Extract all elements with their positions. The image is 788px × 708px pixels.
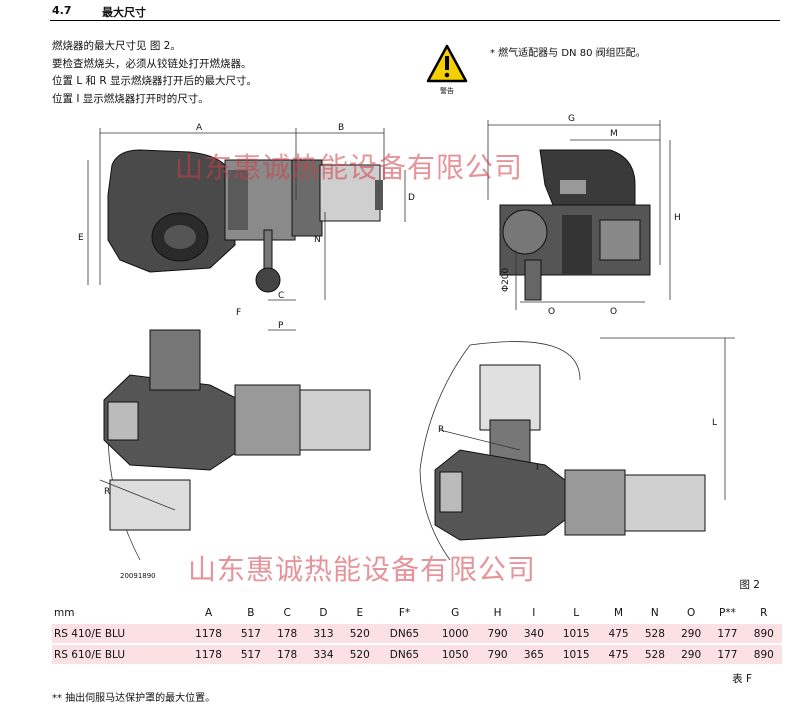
table-cell: 177 [709, 622, 746, 644]
header-rule [50, 20, 780, 21]
table-header-cell: mm [52, 603, 185, 624]
dim-label-M: M [610, 129, 618, 139]
dim-label-R: R [438, 425, 444, 435]
table-header-cell: C [269, 603, 306, 624]
table-header-cell: R [745, 603, 782, 624]
side-view-dimensions: A B E N D F C P [78, 123, 415, 331]
table-header-cell: A [184, 603, 233, 624]
dim-label-N: N [314, 235, 321, 245]
watermark: 山东惠诚热能设备有限公司 [175, 151, 524, 184]
dim-label-H: H [674, 213, 681, 223]
intro-line: 位置 I 显示燃烧器打开时的尺寸。 [52, 92, 209, 105]
table-row: RS 410/E BLU 1178 517 178 313 520 DN65 1… [52, 622, 782, 644]
table-cell: DN65 [377, 643, 431, 664]
warning-triangle-icon [426, 44, 468, 83]
table-cell: 1000 [431, 622, 480, 644]
dim-label-F: F [236, 308, 241, 318]
side-note: * 燃气适配器与 DN 80 阀组匹配。 [490, 48, 646, 59]
table-header-row: mm A B C D E F* G H I L M N O P** R [52, 603, 782, 624]
warning-block: 警告 [426, 44, 468, 96]
table-cell: 528 [636, 643, 673, 664]
table-row: RS 610/E BLU 1178 517 178 334 520 DN65 1… [52, 643, 782, 664]
table-cell: RS 610/E BLU [52, 643, 185, 664]
dim-label-R: R [104, 487, 110, 497]
intro-line: 燃烧器的最大尺寸见 图 2。 [52, 40, 181, 52]
dim-label-diameter: Φ200 [501, 267, 511, 292]
side-view-drawing [107, 149, 383, 293]
table-cell: 790 [479, 622, 516, 644]
dim-label-L: L [712, 418, 717, 428]
table-cell: 313 [305, 622, 342, 644]
dim-label-O: O [548, 307, 555, 317]
table-cell: 528 [636, 622, 673, 644]
table-header-cell: M [600, 603, 637, 624]
table-header-cell: F* [377, 603, 431, 624]
table-header-cell: N [636, 603, 673, 624]
intro-line: 要检查燃烧头，必须从铰链处打开燃烧器。 [52, 57, 252, 70]
table-header-cell: I [515, 603, 552, 624]
dim-label-E: E [78, 233, 84, 243]
table-cell: 340 [515, 622, 552, 644]
warning-caption: 警告 [440, 87, 454, 95]
dim-label-I: I [536, 463, 539, 473]
dim-label-O: O [610, 307, 617, 317]
dim-label-P: P [278, 321, 284, 331]
table-cell: 475 [600, 643, 637, 664]
table-cell: 520 [341, 643, 378, 664]
table-header-cell: G [431, 603, 480, 624]
table-cell: 290 [673, 643, 710, 664]
dim-label-A: A [196, 123, 203, 133]
dim-label-D: D [408, 193, 415, 203]
table-cell: 365 [515, 643, 552, 664]
dimension-drawing: A B E N D F C P G M H Φ200 O O [78, 114, 735, 561]
dim-label-C: C [278, 291, 284, 301]
table-cell: 178 [269, 643, 306, 664]
table-cell: 178 [269, 622, 306, 644]
table-cell: 517 [232, 643, 270, 664]
table-cell: 890 [745, 622, 782, 644]
front-view-dimensions: G M H Φ200 O O [487, 114, 681, 317]
table-cell: 1015 [552, 622, 601, 644]
table-cell: 517 [232, 622, 270, 644]
table-header-cell: H [479, 603, 516, 624]
section-number: 4.7 [52, 4, 72, 17]
table-cell: 1178 [184, 622, 233, 644]
table-cell: 334 [305, 643, 342, 664]
table-cell: DN65 [377, 622, 431, 644]
table-cell: 1050 [431, 643, 480, 664]
figure-label: 图 2 [739, 579, 760, 591]
table-cell: 475 [600, 622, 637, 644]
table-header-cell: P** [709, 603, 746, 624]
table-cell: RS 410/E BLU [52, 622, 185, 644]
section-title: 最大尺寸 [102, 6, 146, 19]
watermark: 山东惠诚热能设备有限公司 [188, 553, 537, 586]
figure-code: 20091890 [120, 572, 156, 580]
table-header-cell: D [305, 603, 342, 624]
table-cell: 290 [673, 622, 710, 644]
plan-view-left-drawing: R [99, 329, 371, 561]
table-header-cell: L [552, 603, 601, 624]
footnote: ** 抽出伺服马达保护罩的最大位置。 [52, 693, 216, 704]
table-header-cell: E [341, 603, 378, 624]
table-cell: 1015 [552, 643, 601, 664]
dim-label-B: B [338, 123, 344, 133]
plan-view-right-drawing: L R I [419, 337, 735, 561]
front-view-drawing [499, 149, 651, 301]
table-header-cell: B [232, 603, 270, 624]
table-cell: 520 [341, 622, 378, 644]
table-cell: 790 [479, 643, 516, 664]
dim-label-G: G [568, 114, 575, 124]
table-header-cell: O [673, 603, 710, 624]
table-cell: 890 [745, 643, 782, 664]
table-label: 表 F [732, 673, 752, 685]
table-cell: 177 [709, 643, 746, 664]
dimension-table: mm A B C D E F* G H I L M N O P** R RS 4… [52, 603, 782, 664]
table-cell: 1178 [184, 643, 233, 664]
intro-text: 燃烧器的最大尺寸见 图 2。 要检查燃烧头，必须从铰链处打开燃烧器。 位置 L … [52, 38, 257, 108]
intro-line: 位置 L 和 R 显示燃烧器打开后的最大尺寸。 [52, 75, 257, 87]
